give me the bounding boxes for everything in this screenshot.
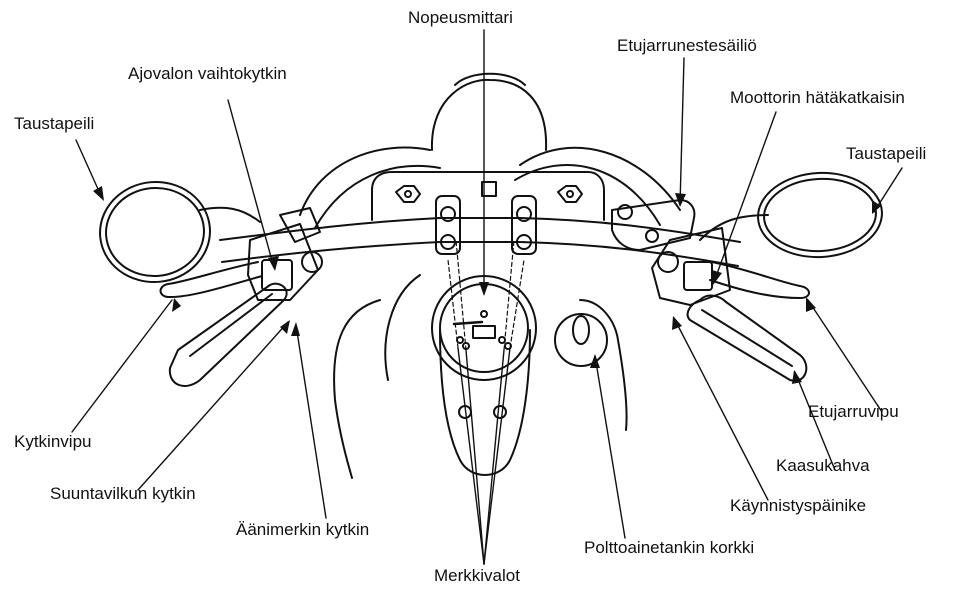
- label-front-brake-reservoir: Etujarrunestesäiliö: [617, 36, 757, 56]
- label-engine-stop-switch: Moottorin hätäkatkaisin: [730, 88, 905, 108]
- leader-engine-stop: [714, 112, 776, 282]
- headlight-shell: [432, 80, 546, 150]
- leader-dimmer: [228, 100, 274, 268]
- tank-console: [440, 330, 530, 475]
- indicator-light-1: [457, 337, 463, 343]
- handlebar-top: [220, 218, 740, 242]
- cable-left-1: [300, 148, 430, 215]
- fuel-cap-outer: [555, 314, 607, 366]
- leader-reservoir: [680, 58, 684, 205]
- reservoir-bolt-2: [646, 230, 658, 242]
- label-speedometer: Nopeusmittari: [408, 8, 513, 28]
- label-indicators: Merkkivalot: [434, 566, 520, 586]
- leader-brake: [808, 300, 882, 412]
- bolt-right-center: [567, 191, 573, 197]
- left-switch-box: [262, 260, 292, 290]
- label-front-brake-lever: Etujarruvipu: [808, 402, 899, 422]
- right-switch-housing: [652, 228, 730, 305]
- indicator-light-5: [481, 311, 487, 317]
- leader-ind-2: [466, 350, 484, 564]
- label-headlight-dimmer-switch: Ajovalon vaihtokytkin: [128, 64, 287, 84]
- clutch-lever: [161, 262, 263, 297]
- label-clutch-lever: Kytkinvipu: [14, 432, 91, 452]
- tank-left-far: [385, 275, 420, 380]
- speedometer-inner: [440, 284, 528, 372]
- bolt-right: [558, 186, 582, 202]
- odometer: [473, 326, 495, 338]
- leader-clutch: [72, 300, 172, 432]
- speedometer-needle: [454, 322, 482, 324]
- bolt-left-center: [405, 191, 411, 197]
- right-mirror-outer: [756, 170, 884, 260]
- dash-2: [448, 260, 458, 348]
- leader-ind-3: [484, 350, 504, 564]
- left-mirror-outer: [96, 177, 214, 286]
- label-start-button: Käynnistyspäinike: [730, 496, 866, 516]
- tank-left-edge: [334, 300, 380, 478]
- indicator-light-3: [499, 337, 505, 343]
- right-grip-groove: [702, 310, 792, 366]
- label-horn-button: Äänimerkin kytkin: [236, 520, 369, 540]
- right-switch-box: [684, 262, 712, 290]
- label-turn-signal-switch: Suuntavilkun kytkin: [50, 484, 196, 504]
- holder-right: [512, 196, 536, 254]
- label-fuel-fill-cap: Polttoainetankin korkki: [584, 538, 754, 558]
- leader-turn-signal: [138, 322, 288, 490]
- left-mirror-inner: [102, 184, 207, 280]
- console-bolt-right: [494, 406, 506, 418]
- label-throttle-grip: Kaasukahva: [776, 456, 870, 476]
- dash-1: [456, 240, 466, 350]
- right-mirror-inner: [762, 176, 878, 254]
- leader-fuel-cap: [595, 356, 625, 538]
- left-grip-groove: [190, 294, 272, 356]
- bolt-left: [396, 186, 420, 202]
- label-left-mirror: Taustapeili: [14, 114, 94, 134]
- fuel-cap-handle: [573, 316, 589, 344]
- leader-start: [674, 318, 768, 500]
- label-right-mirror: Taustapeili: [846, 144, 926, 164]
- leader-horn: [296, 325, 326, 518]
